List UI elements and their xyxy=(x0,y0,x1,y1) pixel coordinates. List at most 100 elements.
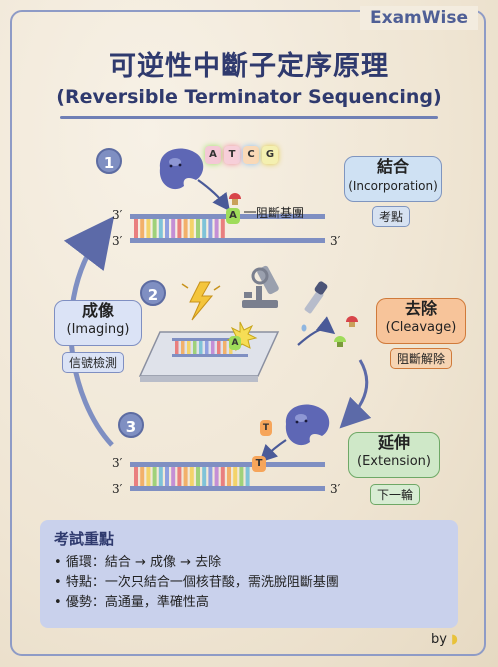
step-number-3: 3 xyxy=(118,412,144,438)
callout-tag: 阻斷解除 xyxy=(390,348,453,369)
strand-end-label: 3′ xyxy=(112,208,123,222)
base-pair-rung xyxy=(202,219,207,238)
base-pair-rung xyxy=(146,219,151,238)
strand-end-label: 3′ xyxy=(112,234,123,248)
base-pair-rung xyxy=(196,467,200,486)
flow-arrow-enzyme3-to-strand xyxy=(259,439,287,463)
flow-arrow-to-extension xyxy=(339,359,372,429)
polymerase-enzyme-icon xyxy=(159,148,204,190)
base-pair-rung xyxy=(233,467,238,486)
base-pair-rung xyxy=(208,219,213,238)
key-point-item: • 特點：一次只結合一個核苷酸，需洗脫阻斷基團 xyxy=(54,575,339,590)
key-point-item: • 優勢：高通量，準確性高 xyxy=(54,595,209,610)
base-pair-rung xyxy=(158,467,163,486)
callout-title: 延伸 xyxy=(377,433,410,452)
key-point-text: 優勢：高通量，準確性高 xyxy=(65,595,209,610)
banana-icon: ◗ xyxy=(451,632,458,647)
step-number-1: 1 xyxy=(96,148,122,174)
page-subtitle: (Reversible Terminator Sequencing) xyxy=(56,86,442,108)
key-point-item: • 循環：結合 → 成像 → 去除 xyxy=(54,555,222,570)
brand-logo: ExamWise xyxy=(360,6,478,30)
callout-cleavage: 去除 (Cleavage) xyxy=(376,298,466,344)
strand-end-label: 3′ xyxy=(330,482,341,496)
nucleotide-c: C xyxy=(243,146,259,164)
strand-end-label: 3′ xyxy=(330,234,341,248)
byline-text: by xyxy=(431,632,447,647)
callout-title: 去除 xyxy=(404,299,437,318)
free-terminator-nucleotide: T xyxy=(260,420,272,436)
callout-subtitle: (Cleavage) xyxy=(385,320,457,335)
flow-cell xyxy=(138,331,280,382)
callout-incorporation: 結合 (Incorporation) xyxy=(344,156,442,202)
base-pair-rung xyxy=(189,467,194,486)
callout-tag: 考點 xyxy=(372,206,411,227)
base-pair-rung xyxy=(152,467,157,486)
base-pair-rung xyxy=(196,219,200,238)
base-pair-rung xyxy=(208,467,213,486)
nucleotide-t: T xyxy=(224,146,240,164)
base-pair-rung xyxy=(214,219,219,238)
callout-imaging: 成像 (Imaging) xyxy=(54,300,142,346)
terminator-base: T xyxy=(252,456,266,472)
callout-subtitle: (Imaging) xyxy=(66,322,130,337)
base-pair-rung xyxy=(220,219,225,238)
strand-end-label: 3′ xyxy=(112,482,123,496)
base-pair-rung xyxy=(205,341,209,354)
base-pair-rung xyxy=(152,219,157,238)
base-pair-rung xyxy=(214,467,219,486)
base-pair-rung xyxy=(223,341,227,354)
base-pair-rung xyxy=(134,467,138,486)
base-pair-rung xyxy=(171,467,176,486)
key-points-panel: 考試重點 • 循環：結合 → 成像 → 去除 • 特點：一次只結合一個核苷酸，需… xyxy=(40,520,458,628)
base-pair-rung xyxy=(158,219,163,238)
base-pair-rung xyxy=(183,219,188,238)
base-pair-rung xyxy=(177,219,182,238)
callout-subtitle: (Incorporation) xyxy=(348,179,438,193)
base-pair-rung xyxy=(217,341,221,354)
key-point-text: 特點：一次只結合一個核苷酸，需洗脫阻斷基團 xyxy=(65,575,339,590)
polymerase-enzyme-icon xyxy=(285,404,330,446)
base-pair-rung xyxy=(140,467,145,486)
callout-title: 結合 xyxy=(376,157,409,176)
base-pair-rung xyxy=(211,341,215,354)
byline: by ◗ xyxy=(431,632,458,647)
base-pair-rung xyxy=(202,467,207,486)
callout-subtitle: (Extension) xyxy=(357,454,431,469)
base-pair-rung xyxy=(227,467,231,486)
base-pair-rung xyxy=(175,341,179,354)
microscope-icon xyxy=(242,265,279,308)
base-pair-rung xyxy=(181,341,185,354)
base-pair-rung xyxy=(199,341,203,354)
base-pair-rung xyxy=(193,341,197,354)
base-pair-rung xyxy=(220,467,225,486)
blocking-group-icon xyxy=(229,193,256,213)
base-pair-rung xyxy=(140,219,145,238)
blocker-label: 阻斷基團 xyxy=(256,206,305,220)
base-pair-rung xyxy=(245,467,250,486)
step-number-2: 2 xyxy=(140,280,166,306)
nucleotide-a: A xyxy=(205,146,221,164)
key-point-text: 循環：結合 → 成像 → 去除 xyxy=(65,555,222,570)
title-underline xyxy=(60,116,438,119)
fluorescing-base: A xyxy=(229,336,241,350)
base-pair-rung xyxy=(146,467,151,486)
flow-arrow-enzyme-to-strand xyxy=(197,179,230,212)
base-pair-rung xyxy=(239,467,244,486)
incorporated-base: A xyxy=(226,208,240,224)
fluorescence-burst-icon xyxy=(226,321,258,352)
dna-strand-3 xyxy=(130,462,325,491)
cycle-arrow-left xyxy=(63,216,115,447)
page-title: 可逆性中斷子定序原理 xyxy=(109,51,389,82)
base-pair-rung xyxy=(189,219,194,238)
base-pair-rung xyxy=(187,341,191,354)
callout-tag: 下一輪 xyxy=(370,484,421,505)
callout-tag: 信號檢測 xyxy=(62,352,125,373)
flow-arrow-2-to-cleavage xyxy=(297,316,336,346)
nucleotide-g: G xyxy=(262,146,278,164)
strand-end-label: 3′ xyxy=(112,456,123,470)
base-pair-rung xyxy=(183,467,188,486)
base-pair-rung xyxy=(165,219,169,238)
cleaved-blocker-icon xyxy=(334,316,358,347)
